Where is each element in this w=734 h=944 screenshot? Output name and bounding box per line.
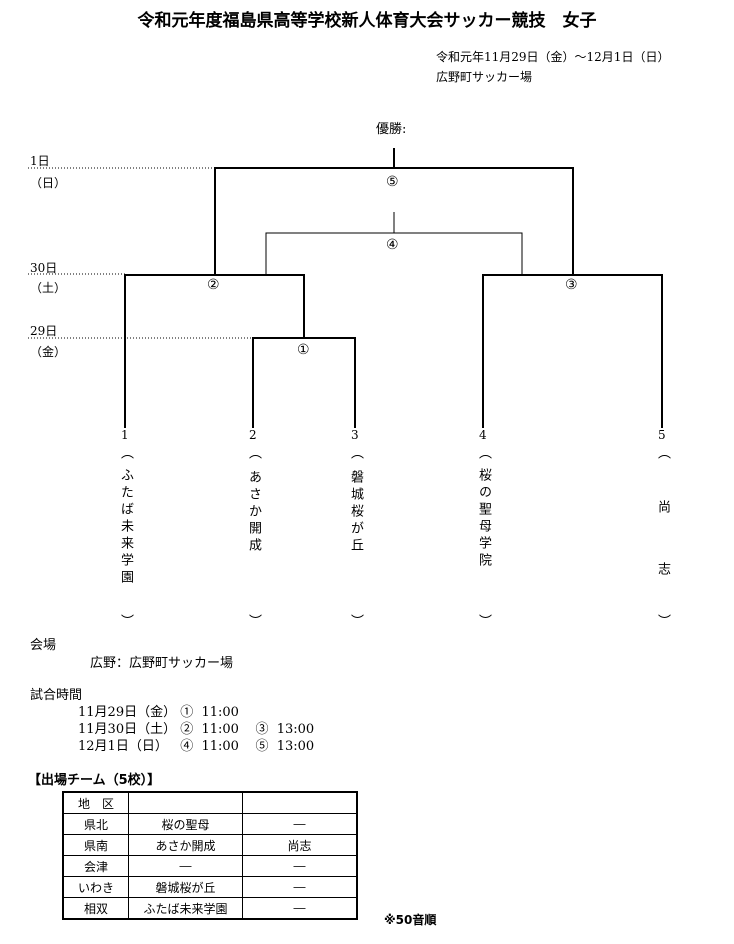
seed-number-4: 4	[479, 428, 487, 442]
venue-section-line: 広野：広野町サッカー場	[90, 656, 234, 671]
seed-number-2: 2	[249, 428, 257, 442]
table-cell: ―	[242, 897, 358, 920]
match-1-number: ①	[297, 342, 310, 358]
venue-section-label: 会場	[30, 638, 57, 653]
schedule-line-3: 12月1日（日） ④ 11:00 ⑤ 13:00	[78, 739, 315, 754]
team-open-paren-4: ︵	[476, 446, 491, 463]
day-weekday-29: （金）	[30, 345, 67, 359]
schedule-line-2: 11月30日（土） ② 11:00 ③ 13:00	[78, 722, 315, 737]
table-row: 地 区	[62, 791, 358, 814]
table-cell: ―	[242, 855, 358, 877]
table-cell: ―	[242, 813, 358, 835]
table-cell: 県北	[62, 813, 129, 835]
team-close-paren-3: ︶	[348, 614, 363, 631]
seed-number-1: 1	[121, 428, 129, 442]
table-cell: いわき	[62, 876, 129, 898]
schedule-label: 試合時間	[30, 688, 83, 703]
table-cell	[128, 791, 243, 814]
table-row: 県北 桜の聖母 ―	[62, 813, 358, 835]
day-label-30: 30日	[30, 261, 58, 275]
table-cell: ―	[128, 855, 243, 877]
sort-note: ※50音順	[384, 913, 437, 927]
match-3-line	[482, 274, 663, 428]
table-cell: ふたば未来学園	[128, 897, 243, 920]
table-cell: 磐城桜が丘	[128, 876, 243, 898]
table-cell: あさか開成	[128, 834, 243, 856]
match-5-number: ⑤	[386, 174, 399, 190]
team-open-paren-3: ︵	[348, 446, 363, 463]
match-4-number: ④	[386, 237, 399, 253]
page-title: 令和元年度福島県高等学校新人体育大会サッカー競技 女子	[137, 11, 597, 31]
table-cell: 会津	[62, 855, 129, 877]
table-row: 県南 あさか開成 尚志	[62, 834, 358, 856]
team-name-5: 尚 志	[655, 500, 670, 593]
participants-table: 地 区 県北 桜の聖母 ― 県南 あさか開成 尚志 会津 ― ― いわき 磐城桜…	[62, 791, 358, 920]
table-row: いわき 磐城桜が丘 ―	[62, 876, 358, 898]
schedule-line-1: 11月29日（金） ① 11:00	[78, 705, 239, 720]
day-weekday-1: （日）	[30, 176, 67, 190]
table-cell: 尚志	[242, 834, 358, 856]
day-label-29: 29日	[30, 324, 58, 338]
match-2-number: ②	[207, 277, 220, 293]
seed-number-5: 5	[658, 428, 666, 442]
participants-title: 【出場チーム（5校）】	[28, 773, 161, 788]
team-name-1: ふたば未来学園	[118, 468, 133, 587]
seed-number-3: 3	[351, 428, 359, 442]
team-name-2: あさか開成	[246, 470, 261, 555]
team-open-paren-2: ︵	[246, 446, 261, 463]
table-cell: 桜の聖母	[128, 813, 243, 835]
team-open-paren-1: ︵	[118, 446, 133, 463]
table-row: 会津 ― ―	[62, 855, 358, 877]
table-cell	[242, 791, 358, 814]
team-name-4: 桜の聖母学院	[476, 468, 491, 570]
match-1-line	[252, 337, 356, 428]
team-name-3: 磐城桜が丘	[348, 470, 363, 555]
team-close-paren-4: ︶	[476, 614, 491, 631]
team-close-paren-1: ︶	[118, 614, 133, 631]
match-4-line	[265, 232, 523, 275]
team-close-paren-5: ︶	[655, 614, 670, 631]
team-open-paren-5: ︵	[655, 446, 670, 463]
table-cell: 相双	[62, 897, 129, 920]
table-cell: 県南	[62, 834, 129, 856]
table-row: 相双 ふたば未来学園 ―	[62, 897, 358, 920]
champion-label: 優勝:	[376, 122, 407, 137]
table-cell: 地 区	[62, 791, 129, 814]
day-label-1: 1日	[30, 154, 50, 168]
tournament-dates: 令和元年11月29日（金）～12月1日（日）	[436, 50, 670, 64]
tournament-venue: 広野町サッカー場	[436, 70, 533, 84]
match-2-line	[124, 274, 305, 428]
match-3-number: ③	[565, 277, 578, 293]
day-weekday-30: （土）	[30, 281, 67, 295]
team-close-paren-2: ︶	[246, 614, 261, 631]
match-5-line	[214, 167, 574, 275]
table-cell: ―	[242, 876, 358, 898]
